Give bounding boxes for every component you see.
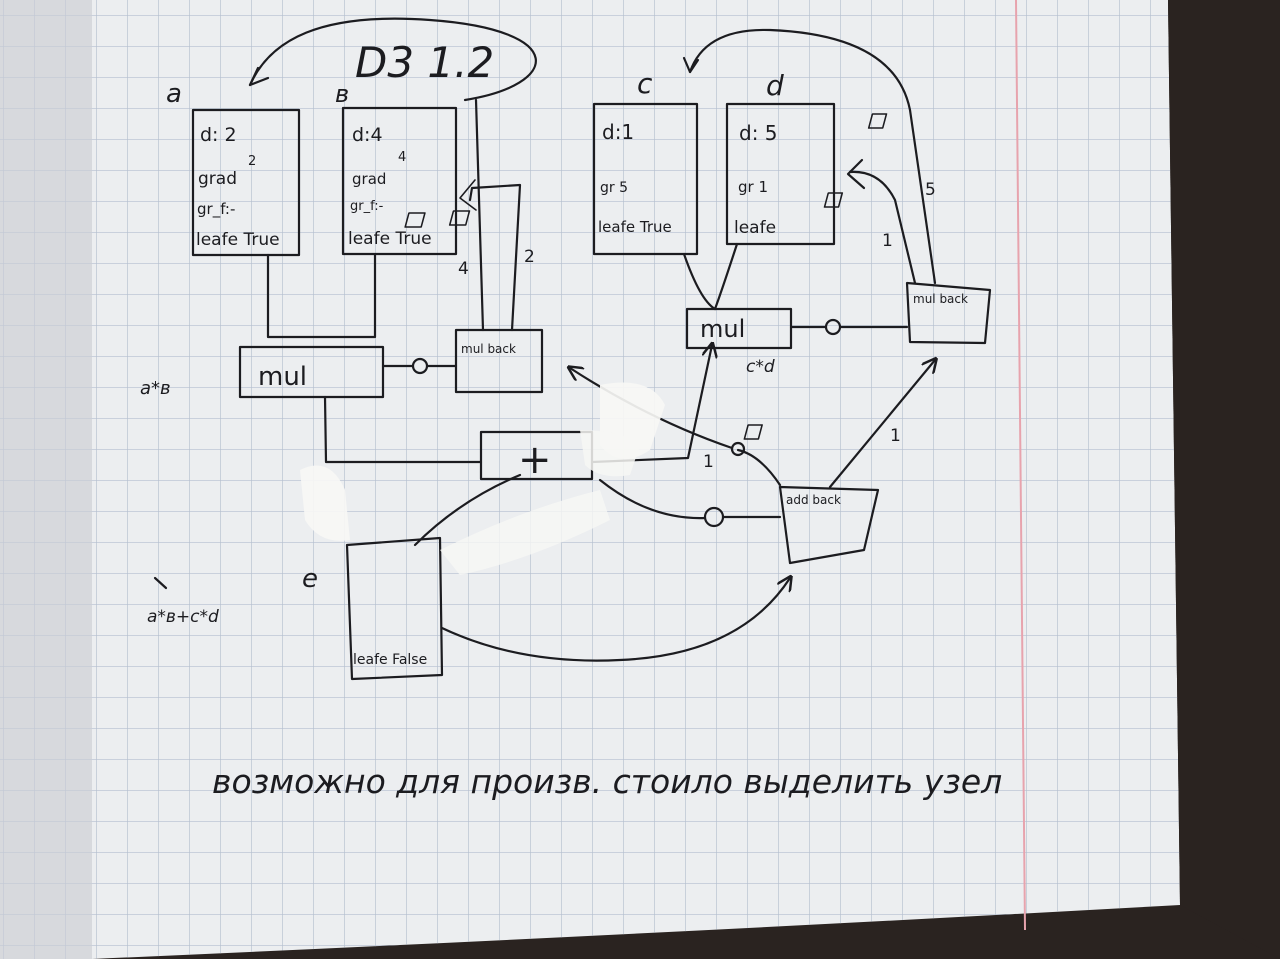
node-b-box [341, 106, 458, 256]
mulback-ab-label: mul back [461, 342, 516, 356]
node-a-box [191, 108, 301, 257]
grid-paper [92, 0, 1180, 959]
edge-mul-ab-to-plus [323, 395, 483, 464]
node-b-line-2: grad [352, 170, 386, 188]
edge-label-3: 5 [925, 180, 936, 200]
correction-fluid-1 [300, 465, 350, 541]
title: D3 1.2 [355, 38, 494, 87]
expr-cd: c*d [746, 357, 775, 377]
node-b-grad-value: 4 [398, 150, 406, 165]
mul-cd-label: mul [700, 315, 745, 343]
node-e-box [345, 536, 444, 681]
node-d-label: d [766, 69, 784, 102]
node-a-label: a [166, 79, 182, 109]
margin-line [1015, 0, 1026, 931]
expr-sum: a*в+c*d [147, 607, 219, 627]
mul-ab-box [238, 345, 385, 399]
node-c-line-3: leafe True [598, 218, 672, 236]
node-d-line-3: leafe [734, 218, 776, 238]
addback-label: add back [786, 493, 841, 507]
edge-e-to-addback [440, 578, 790, 662]
mulback-ab-box [454, 328, 544, 394]
node-c-line-2: gr 5 [600, 180, 628, 196]
plus-label: + [518, 437, 552, 483]
edge-mulback-to-c [688, 28, 937, 285]
node-c-box [592, 102, 699, 256]
node-a-line-3: gr_f:- [197, 200, 235, 219]
mulback-cd-box [905, 281, 992, 345]
edge-mulback-to-d [848, 170, 917, 285]
node-a-grad-value: 2 [248, 154, 256, 169]
expr-ab: a*в [140, 378, 171, 399]
node-b-line-4: leafe True [348, 229, 432, 249]
addback-box [778, 485, 880, 565]
edge-addback-to-mulback-cd [828, 360, 935, 489]
node-d-line-1: d: 5 [739, 121, 778, 145]
node-a-line-4: leafe True [196, 230, 280, 250]
node-a-line-2: grad [198, 169, 237, 189]
node-e-label: e [302, 564, 318, 594]
node-a-line-1: d: 2 [200, 124, 237, 146]
edge-mulback-to-a-grad [468, 183, 522, 332]
edge-ab-to-mul [266, 253, 377, 339]
mul-ab-label: mul [258, 362, 307, 392]
node-d-box [725, 102, 836, 246]
node-b-line-1: d:4 [352, 124, 383, 146]
edge-label-1: 4 [458, 259, 469, 279]
edge-label-6: 1 [890, 426, 901, 446]
mul-cd-box [685, 307, 793, 350]
correction-fluid-3 [440, 490, 610, 575]
node-b-line-3: gr_f:- [350, 199, 384, 214]
edge-mulback-to-b-grad [474, 98, 485, 332]
edge-label-2: 2 [524, 247, 535, 267]
node-e-line-1: leafe False [353, 652, 427, 668]
edge-label-4: 1 [882, 231, 893, 251]
edge-c-to-mul [682, 252, 717, 311]
edge-d-to-mul [713, 242, 739, 311]
edge-label-5: 1 [703, 452, 714, 472]
node-b-label: в [335, 80, 349, 108]
handwritten-note: возможно для произв. стоило выделить узе… [212, 762, 1002, 801]
node-c-line-1: d:1 [602, 120, 634, 144]
node-c-label: c [637, 67, 653, 100]
mulback-cd-label: mul back [913, 292, 968, 306]
node-d-line-2: gr 1 [738, 178, 768, 196]
title-arc [248, 17, 537, 102]
